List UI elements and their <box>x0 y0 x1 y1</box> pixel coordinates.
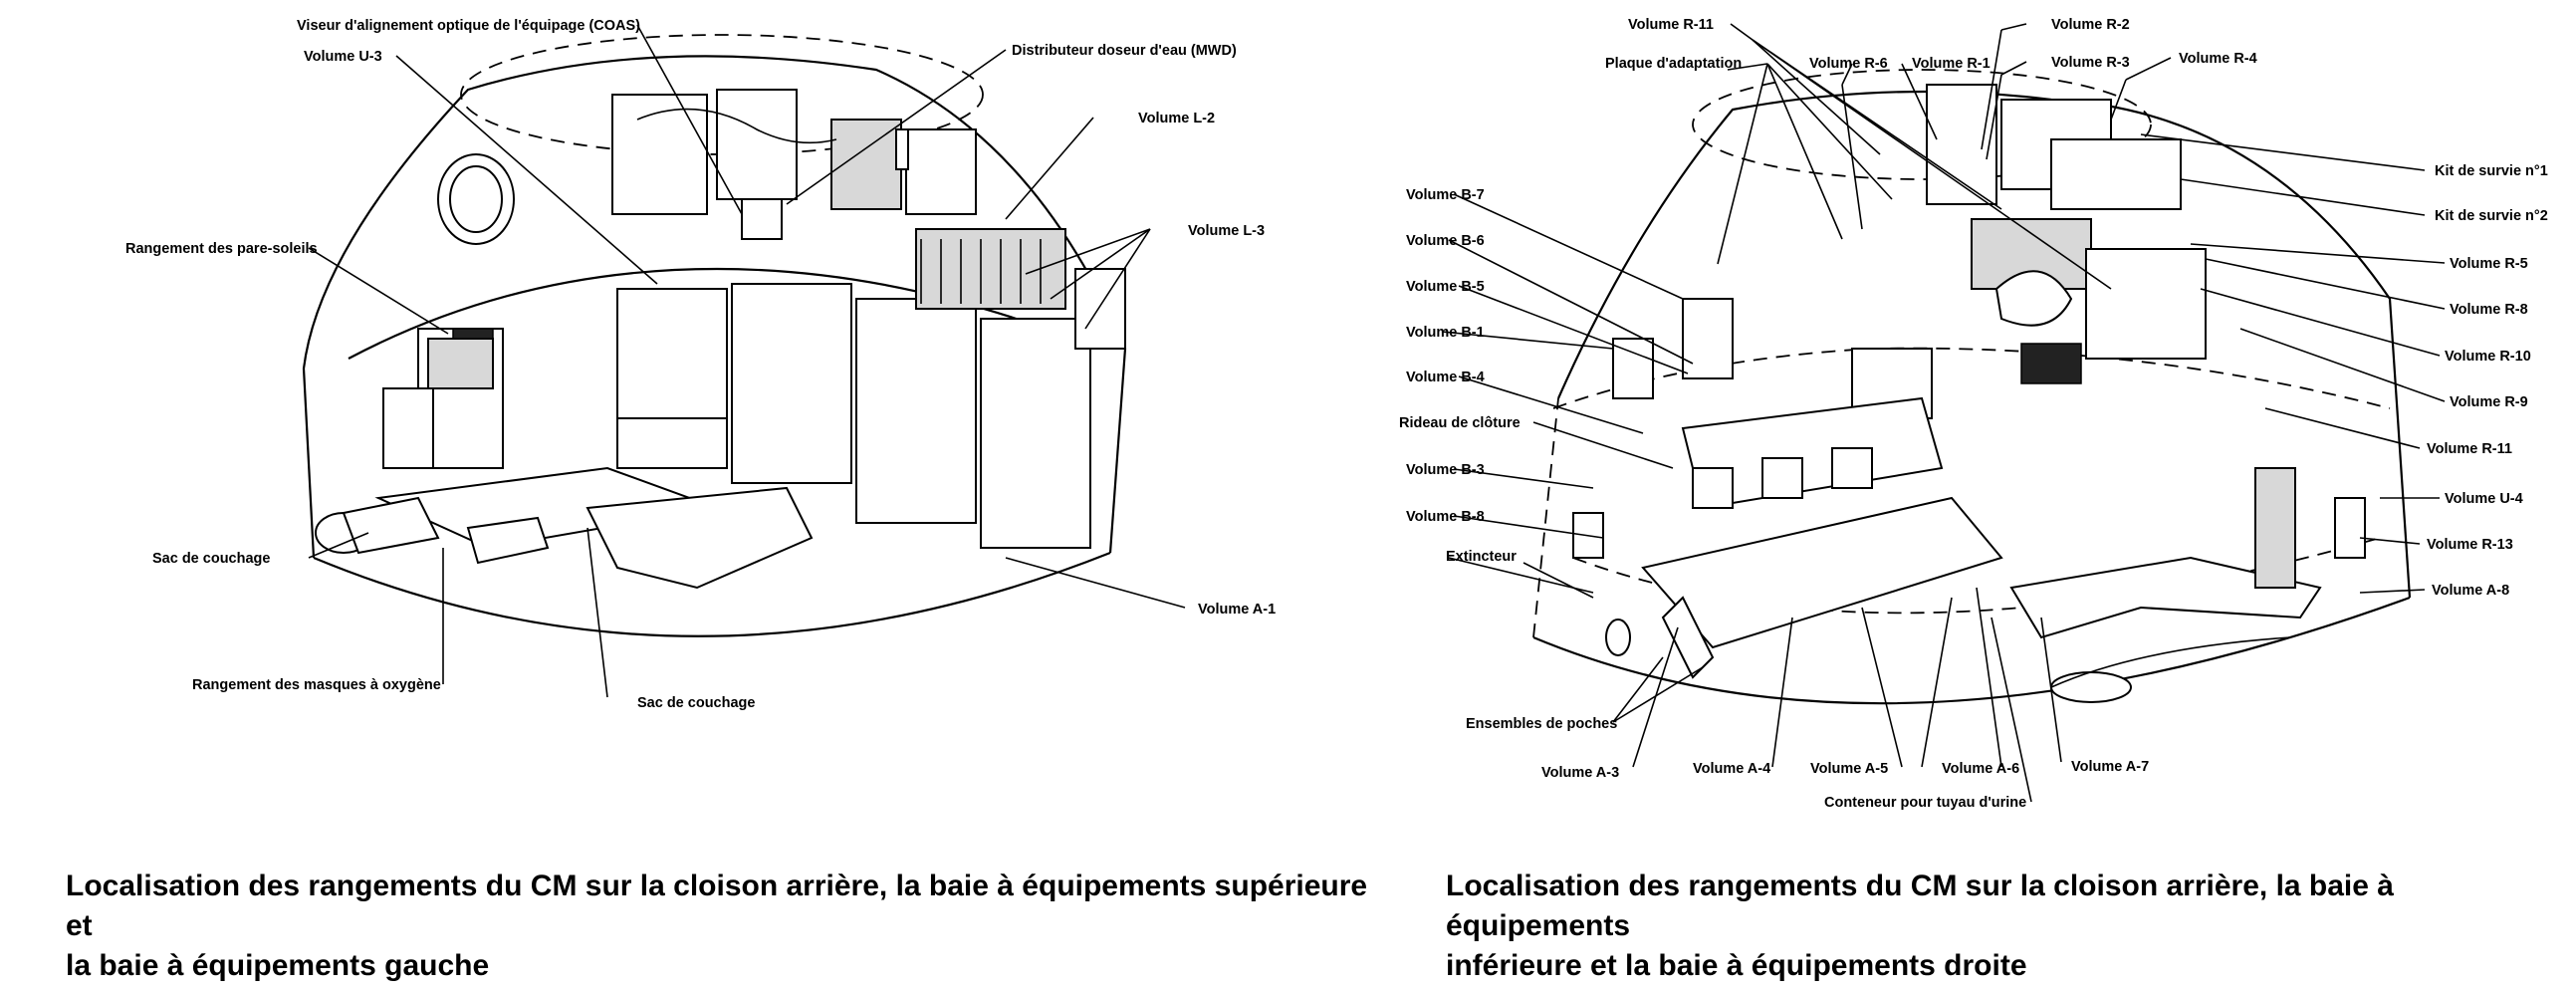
label-volume-b5: Volume B-5 <box>1406 279 1485 295</box>
label-mwd: Distributeur doseur d'eau (MWD) <box>1012 43 1237 59</box>
label-rideau-cloture: Rideau de clôture <box>1399 415 1521 431</box>
label-volume-r10: Volume R-10 <box>2445 349 2531 365</box>
label-volume-r9: Volume R-9 <box>2450 394 2528 410</box>
label-coas: Viseur d'alignement optique de l'équipag… <box>297 18 640 34</box>
label-conteneur-urine: Conteneur pour tuyau d'urine <box>1824 795 2026 811</box>
label-volume-l2: Volume L-2 <box>1138 111 1215 126</box>
label-volume-a7: Volume A-7 <box>2071 759 2149 775</box>
label-volume-r11-top: Volume R-11 <box>1628 17 1714 33</box>
label-plaque-adaptation: Plaque d'adaptation <box>1605 56 1742 72</box>
left-leader-lines <box>308 24 1186 698</box>
label-ensembles-poches: Ensembles de poches <box>1466 716 1617 732</box>
label-volume-r5: Volume R-5 <box>2450 256 2528 272</box>
label-volume-b1: Volume B-1 <box>1406 325 1485 341</box>
right-capsule-drawing <box>1532 69 2412 705</box>
right-caption-line1: Localisation des rangements du CM sur la… <box>1446 869 2394 942</box>
label-volume-r8: Volume R-8 <box>2450 302 2528 318</box>
right-caption-line2: inférieure et la baie à équipements droi… <box>1446 949 2027 982</box>
label-pare-soleils: Rangement des pare-soleils <box>125 241 318 257</box>
label-volume-b6: Volume B-6 <box>1406 233 1485 249</box>
label-volume-a3: Volume A-3 <box>1541 765 1619 781</box>
left-caption: Localisation des rangements du CM sur la… <box>66 867 1400 986</box>
label-volume-r2: Volume R-2 <box>2051 17 2130 33</box>
right-labels: Volume R-11 Volume R-2 Plaque d'adaptati… <box>1399 17 2548 811</box>
label-volume-b3: Volume B-3 <box>1406 462 1485 478</box>
label-sac-couchage-2: Sac de couchage <box>637 695 755 711</box>
label-volume-r13: Volume R-13 <box>2427 537 2513 553</box>
label-volume-u3: Volume U-3 <box>304 49 382 65</box>
right-leader-lines <box>1441 23 2446 803</box>
label-extincteur: Extincteur <box>1446 549 1517 565</box>
label-volume-r11: Volume R-11 <box>2427 441 2512 457</box>
label-kit-survie-2: Kit de survie n°2 <box>2435 208 2548 224</box>
label-volume-a8: Volume A-8 <box>2432 583 2509 599</box>
left-capsule-drawing <box>302 34 1127 637</box>
right-caption: Localisation des rangements du CM sur la… <box>1446 867 2561 986</box>
left-caption-line1: Localisation des rangements du CM sur la… <box>66 869 1368 942</box>
label-sac-couchage-1: Sac de couchage <box>152 551 270 567</box>
label-volume-r1: Volume R-1 <box>1912 56 1991 72</box>
label-volume-b7: Volume B-7 <box>1406 187 1485 203</box>
label-volume-l3: Volume L-3 <box>1188 223 1265 239</box>
label-kit-survie-1: Kit de survie n°1 <box>2435 163 2548 179</box>
label-volume-u4: Volume U-4 <box>2445 491 2523 507</box>
label-volume-b4: Volume B-4 <box>1406 370 1485 385</box>
label-volume-r3: Volume R-3 <box>2051 55 2130 71</box>
label-volume-a5: Volume A-5 <box>1810 761 1888 777</box>
label-volume-a4: Volume A-4 <box>1693 761 1770 777</box>
left-labels: Viseur d'alignement optique de l'équipag… <box>125 18 1276 711</box>
label-volume-a6: Volume A-6 <box>1942 761 2019 777</box>
label-masques-oxygene: Rangement des masques à oxygène <box>192 677 441 693</box>
label-volume-a1: Volume A-1 <box>1198 602 1276 618</box>
label-volume-b8: Volume B-8 <box>1406 509 1485 525</box>
left-caption-line2: la baie à équipements gauche <box>66 949 490 982</box>
label-volume-r6: Volume R-6 <box>1809 56 1888 72</box>
label-volume-r4: Volume R-4 <box>2179 51 2257 67</box>
